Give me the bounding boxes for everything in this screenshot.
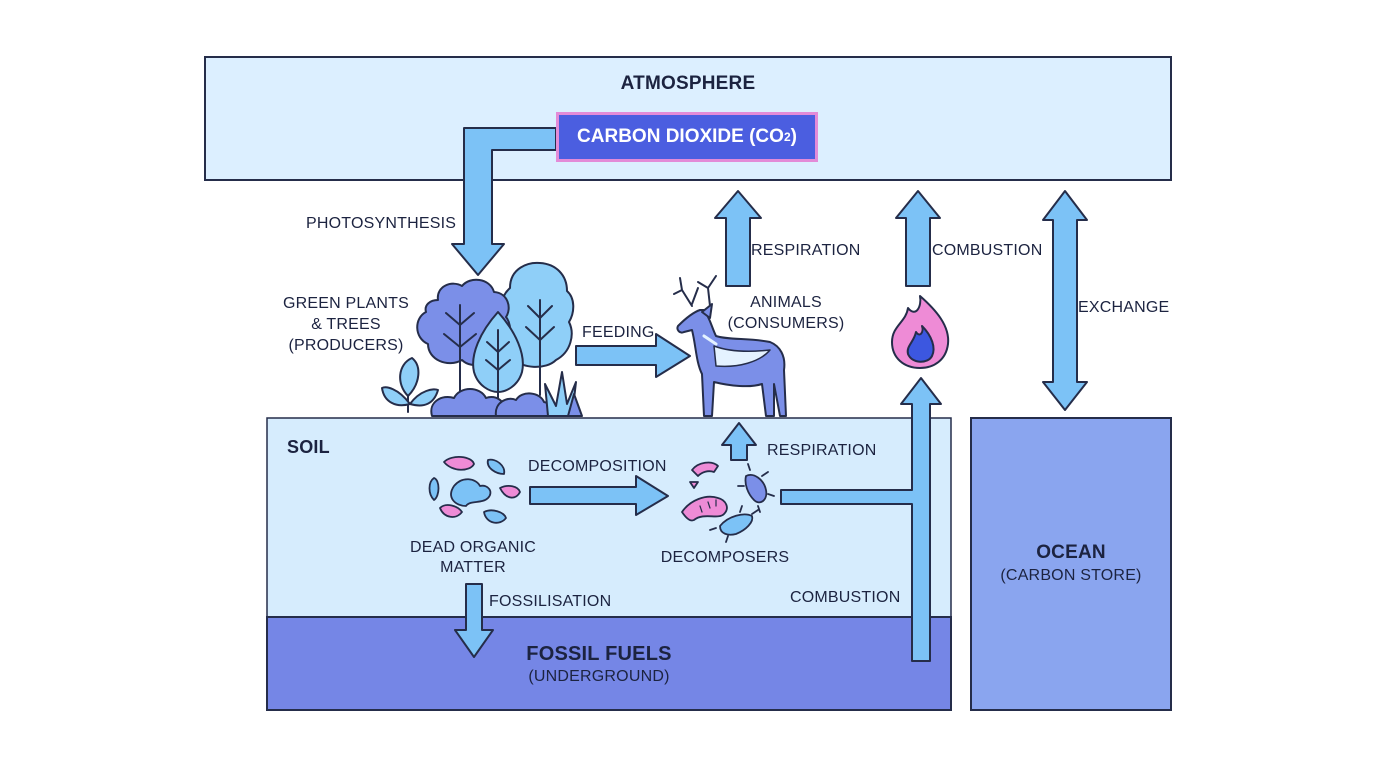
co2-subscript: 2 [783,130,791,144]
combustion-top-arrow [895,190,941,287]
feeding-arrow [575,333,691,378]
plants-label-line3: (PRODUCERS) [288,337,404,354]
fossil-fuels-label: FOSSIL FUELS [526,643,672,665]
fossilisation-arrow [454,583,494,658]
decomposition-label: DECOMPOSITION [528,458,667,475]
dead-matter-label-line2: MATTER [440,559,506,576]
co2-label: CARBON DIOXIDE (CO [577,126,784,147]
respiration-animals-arrow [714,190,762,287]
plants-label-line1: GREEN PLANTS [283,295,409,312]
microbes-worm-icon [681,461,775,543]
fossil-fuels-sublabel: (UNDERGROUND) [528,668,670,685]
dead-matter-label-line1: DEAD ORGANIC [410,539,536,556]
atmosphere-label: ATMOSPHERE [620,73,756,94]
exchange-arrow [1042,190,1088,411]
organic-matter-icon [428,456,521,524]
respiration-animals-label: RESPIRATION [751,242,861,259]
animals-label-line2: (CONSUMERS) [727,315,845,332]
fossil-fuels-box [266,616,952,711]
decomposition-arrow [529,475,669,516]
combustion-top-label: COMBUSTION [932,242,1043,259]
ocean-box [970,417,1172,711]
photosynthesis-label: PHOTOSYNTHESIS [306,215,457,232]
soil-label: SOIL [287,437,330,457]
fossilisation-label: FOSSILISATION [489,593,612,610]
animals-label-line1: ANIMALS [750,294,822,311]
flame-icon [891,295,950,369]
ocean-sublabel: (CARBON STORE) [1000,567,1142,584]
exchange-label: EXCHANGE [1078,299,1170,316]
respiration-decomposers-arrow [721,422,757,461]
respiration-decomposers-label: RESPIRATION [767,442,877,459]
co2-close: ) [790,126,797,147]
plants-label-line2: & TREES [311,316,381,333]
deer-icon [673,275,787,417]
ocean-label: OCEAN [1036,542,1106,563]
soil-box [266,417,952,619]
trees-plants-icon [381,261,583,417]
combustion-fossil-arrow [780,377,942,662]
combustion-fossil-label: COMBUSTION [790,589,901,606]
decomposers-label: DECOMPOSERS [660,549,790,566]
photosynthesis-arrow [451,127,557,276]
feeding-label: FEEDING [582,324,655,341]
